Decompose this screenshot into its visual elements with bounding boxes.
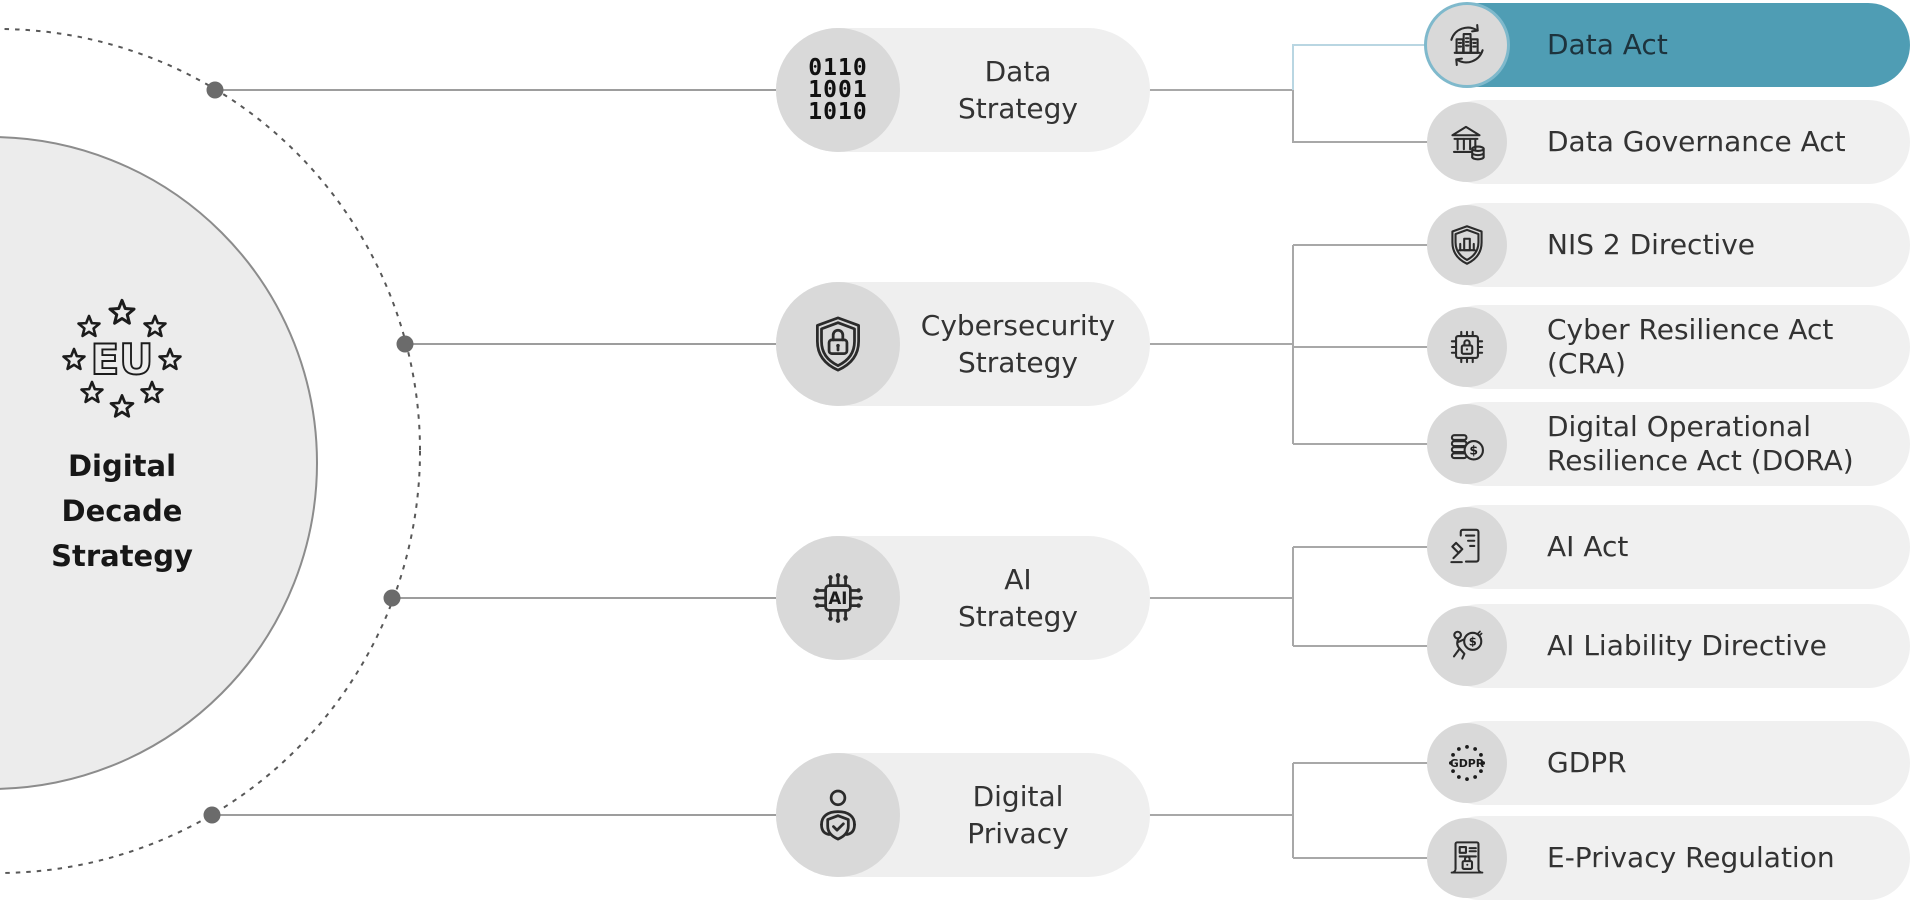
data-sync-icon bbox=[1424, 2, 1510, 88]
binary-code-icon: 0110 1001 1010 bbox=[776, 28, 900, 152]
node-data-act[interactable]: Data Act bbox=[1424, 2, 1910, 88]
person-shield-icon bbox=[776, 753, 900, 877]
node-label: AI Liability Directive bbox=[1547, 629, 1827, 662]
node-label: GDPR bbox=[1547, 746, 1627, 779]
node-label: E-Privacy Regulation bbox=[1547, 841, 1835, 874]
node-digital-privacy[interactable]: Digital Privacy bbox=[776, 753, 1150, 877]
node-label: NIS 2 Directive bbox=[1547, 228, 1756, 261]
node-nis2-directive[interactable]: NIS 2 Directive bbox=[1427, 203, 1910, 287]
hub: EU Digital Decade Strategy bbox=[22, 296, 222, 579]
runner-coin-icon: $ bbox=[1427, 606, 1507, 686]
chip-lock-icon bbox=[1427, 307, 1507, 387]
gdpr-stars-icon: GDPR bbox=[1427, 723, 1507, 803]
dashed-orbit-circle bbox=[0, 28, 421, 874]
eu-text: EU bbox=[91, 335, 154, 384]
svg-text:$: $ bbox=[1469, 635, 1477, 649]
node-cyber-resilience-act[interactable]: Cyber Resilience Act (CRA) bbox=[1427, 305, 1910, 389]
hub-circle bbox=[0, 136, 318, 790]
node-gdpr[interactable]: GDPR GDPR bbox=[1427, 721, 1910, 805]
node-label: Cyber Resilience Act (CRA) bbox=[1547, 313, 1834, 380]
node-label: Cybersecurity Strategy bbox=[920, 309, 1116, 379]
document-gavel-icon bbox=[1427, 507, 1507, 587]
branch-lines bbox=[1100, 89, 1448, 859]
node-label: Digital Privacy bbox=[967, 780, 1069, 850]
ai-chip-icon: AI bbox=[776, 536, 900, 660]
shield-buildings-icon bbox=[1427, 205, 1507, 285]
node-dora[interactable]: $ Digital Operational Resilience Act (DO… bbox=[1427, 402, 1910, 486]
orbit-dots bbox=[203, 81, 414, 824]
node-cybersecurity-strategy[interactable]: Cybersecurity Strategy bbox=[776, 282, 1150, 406]
shield-lock-icon bbox=[776, 282, 900, 406]
selected-branch-line bbox=[1292, 44, 1448, 90]
node-ai-act[interactable]: AI Act bbox=[1427, 505, 1910, 589]
node-eprivacy-regulation[interactable]: E-Privacy Regulation bbox=[1427, 816, 1910, 900]
svg-text:$: $ bbox=[1469, 443, 1478, 458]
bank-coins-icon bbox=[1427, 102, 1507, 182]
scroll-lock-icon bbox=[1427, 818, 1507, 898]
coins-dollar-icon: $ bbox=[1427, 404, 1507, 484]
node-label: AI Act bbox=[1547, 530, 1629, 563]
svg-text:AI: AI bbox=[829, 589, 848, 608]
node-data-strategy[interactable]: 0110 1001 1010 Data Strategy bbox=[776, 28, 1150, 152]
eu-stars-icon: EU bbox=[62, 298, 182, 418]
node-label: Data Governance Act bbox=[1547, 125, 1846, 158]
radial-lines bbox=[212, 89, 800, 816]
node-label: AI Strategy bbox=[958, 563, 1078, 633]
node-label: Data Strategy bbox=[958, 55, 1078, 125]
node-label: Digital Operational Resilience Act (DORA… bbox=[1547, 410, 1854, 477]
hub-title: Digital Decade Strategy bbox=[51, 449, 193, 573]
node-ai-strategy[interactable]: AI AI Strategy bbox=[776, 536, 1150, 660]
node-label: Data Act bbox=[1547, 28, 1668, 61]
node-data-governance-act[interactable]: Data Governance Act bbox=[1427, 100, 1910, 184]
node-ai-liability-directive[interactable]: $ AI Liability Directive bbox=[1427, 604, 1910, 688]
svg-text:GDPR: GDPR bbox=[1450, 757, 1485, 770]
